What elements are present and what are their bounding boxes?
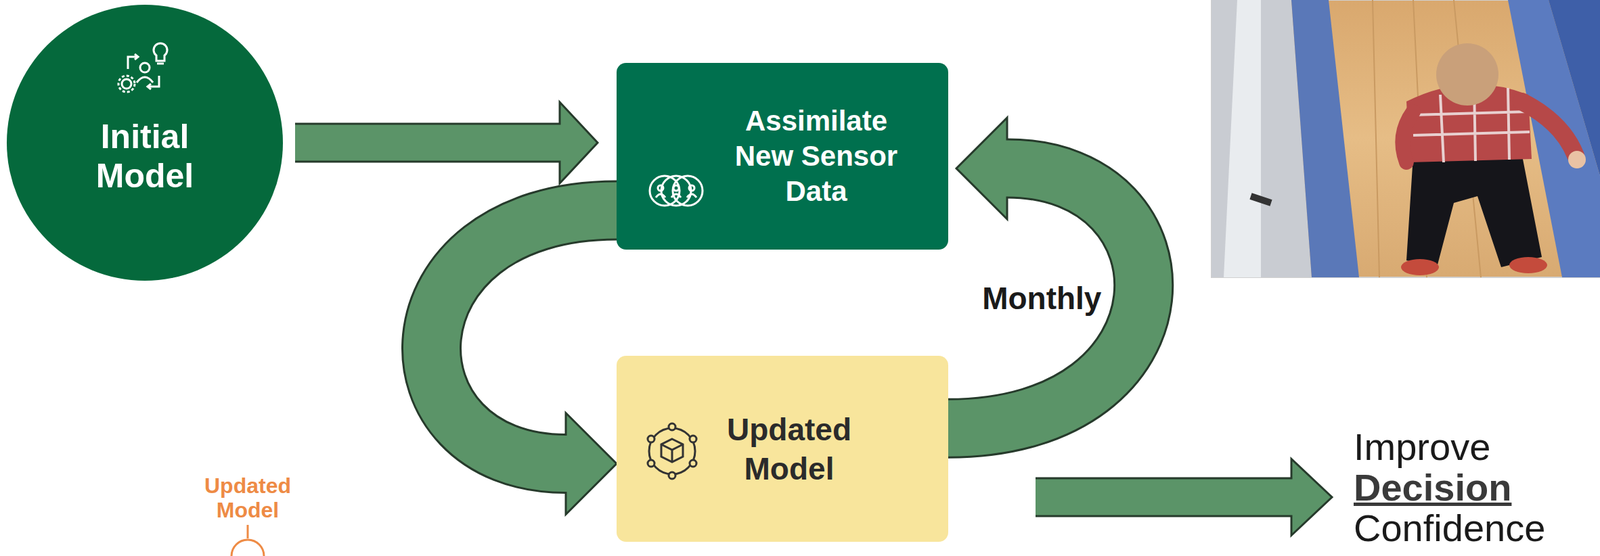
flow-arrow: [1035, 459, 1332, 537]
side-label: Updated Model: [180, 473, 316, 523]
edge-label: Monthly: [979, 280, 1104, 317]
arrow-body: [295, 125, 563, 162]
flow-arrow: [948, 117, 1144, 429]
node-icon: [647, 170, 706, 214]
node-icon: [114, 41, 176, 106]
child-shoe: [1509, 257, 1548, 274]
icon-arc: [231, 540, 264, 556]
photo-frame: [1211, 0, 1600, 278]
node-text: Assimilate New Sensor Data: [724, 103, 908, 210]
arrow-body: [948, 168, 1144, 429]
flow-arrow: [431, 210, 617, 515]
node-text: Initial Model: [67, 117, 223, 196]
outcome-word: Confidence: [1353, 508, 1546, 549]
node-text: Improve Decision Confidence: [1353, 427, 1546, 549]
small-model-icon: [227, 522, 269, 556]
arrow-head: [956, 117, 1008, 220]
arrow-outline: [431, 210, 617, 464]
flow-arrow: [295, 102, 598, 184]
child-hand: [1568, 150, 1586, 169]
lane-board: [1372, 0, 1380, 278]
child-head: [1436, 43, 1499, 106]
model-box: Updated Model: [616, 356, 949, 543]
node-icon: [640, 420, 704, 486]
process-box: Assimilate New Sensor Data: [616, 62, 949, 250]
rail-edge: [1223, 0, 1261, 278]
outcome-word: Decision: [1353, 467, 1546, 509]
start-circle: Initial Model: [6, 4, 283, 281]
arrow-head: [559, 102, 598, 184]
child-arm: [1521, 101, 1576, 156]
outcome-word: Improve: [1353, 427, 1546, 468]
arrow-outline: [948, 168, 1144, 429]
left-gutter: [1291, 0, 1360, 278]
node-text: Updated Model: [711, 410, 868, 489]
arrow-body: [1035, 479, 1295, 516]
child-pants: [1406, 152, 1542, 268]
arrow-head: [565, 413, 617, 516]
outcome-text: Improve Decision Confidence: [1353, 425, 1591, 551]
lane-fixture: [1250, 196, 1272, 204]
icon-stem: [247, 525, 250, 539]
arrow-head: [1291, 459, 1332, 537]
bowling-photo: [1210, 0, 1600, 281]
child-arm: [1402, 111, 1414, 163]
arrow-body: [431, 210, 617, 464]
child-shoe: [1401, 259, 1439, 276]
